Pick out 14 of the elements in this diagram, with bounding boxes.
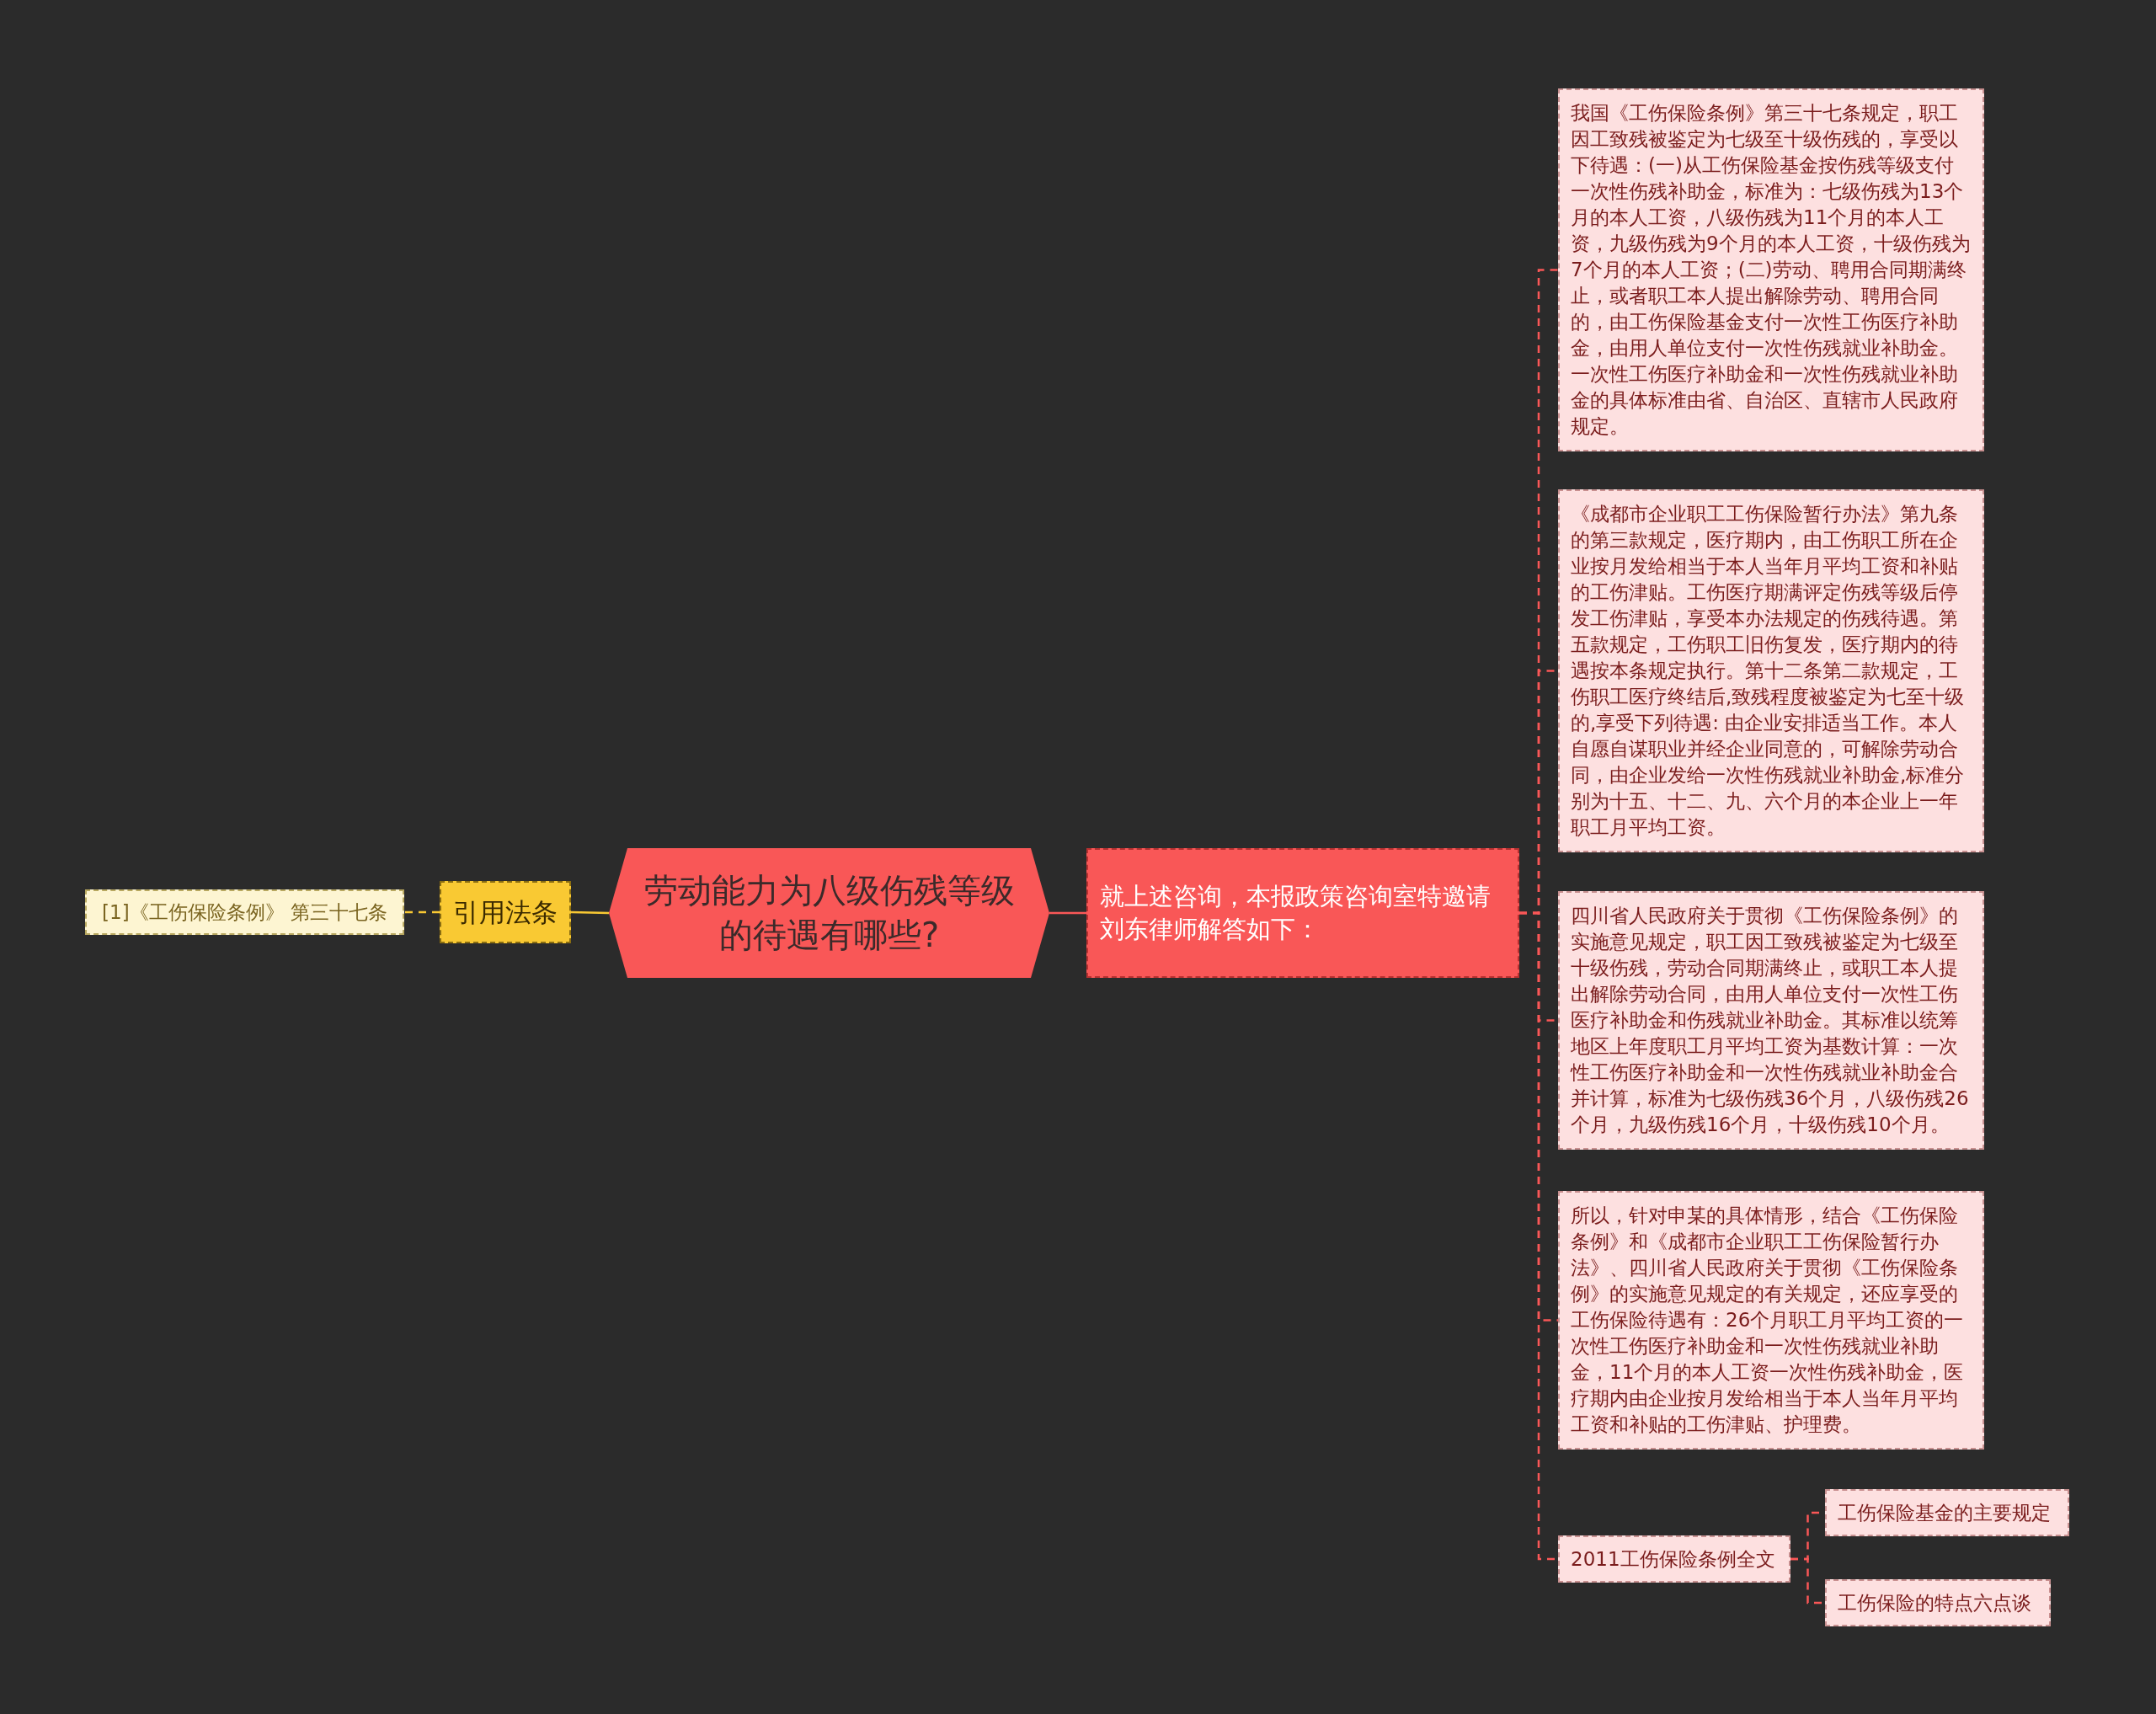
text-box: 《成都市企业职工工伤保险暂行办法》第九条的第三款规定，医疗期内，由工伤职工所在企业按月发给相当于本人当年月平均工资和补贴的工伤津贴。工伤医疗期满评定伤残等级后停发工伤津贴，享受本办法规定的伤残待遇。第五款规定，工伤职工旧伤复发，医疗期内的待遇按本条规定执行。第十二条第二款规定，工伤职工医疗终结后,致残程度被鉴定为七至十级的,享受下列待遇: 由企业安排适当工作。本人自愿自谋职业并经企业同意的，可解除劳动合同，由企业发给一次性伤残就业补助金,标准分别为十五、十二、九、六个月的本企业上一年职工月平均工资。 [1558,489,1984,852]
connector-line [570,910,610,915]
text-box: 2011工伤保险条例全文 [1558,1535,1790,1583]
text-box: 所以，针对申某的具体情形，结合《工伤保险条例》和《成都市企业职工工伤保险暂行办法》、四川省人民政府关于贯彻《工伤保险条例》的实施意见规定的有关规定，还应享受的工伤保险待遇有：26个月职工月平均工资的一次性工伤医疗补助金和一次性伤残就业补助金，11个月的本人工资一次性伤残补助金，医疗期内由企业按月发给相当于本人当年月平均工资和补贴的工伤津贴、护理费。 [1558,1191,1984,1450]
connector-line [404,910,440,914]
reference-box: [1]《工伤保险条例》 第三十七条 [85,889,404,935]
topic-hexagon: 劳动能力为八级伤残等级的待遇有哪些? [609,848,1049,978]
text-box: 工伤保险的特点六点谈 [1825,1579,2051,1626]
text-box: 四川省人民政府关于贯彻《工伤保险条例》的实施意见规定，职工因工致残被鉴定为七级至十级伤残，劳动合同期满终止，或职工本人提出解除劳动合同，由用人单位支付一次性工伤医疗补助金和伤残就业补助金。其标准以统筹地区上年度职工月平均工资为基数计算：一次性工伤医疗补助金和一次性伤残就业补助金合并计算，标准为七级伤残36个月，八级伤残26个月，九级伤残16个月，十级伤残10个月。 [1558,891,1984,1150]
text-box: 工伤保险基金的主要规定 [1825,1489,2069,1536]
category-box: 引用法条 [440,881,571,943]
text-box: 我国《工伤保险条例》第三十七条规定，职工因工致残被鉴定为七级至十级伤残的，享受以下待遇：(一)从工伤保险基金按伤残等级支付一次性伤残补助金，标准为：七级伤残为13个月的本人工资，八级伤残为11个月的本人工资，九级伤残为9个月的本人工资，十级伤残为7个月的本人工资；(二)劳动、聘用合同期满终止，或者职工本人提出解除劳动、聘用合同的，由工伤保险基金支付一次性工伤医疗补助金，由用人单位支付一次性伤残就业补助金。一次性工伤医疗补助金和一次性伤残就业补助金的具体标准由省、自治区、直辖市人民政府规定。 [1558,88,1984,451]
answer-box: 就上述咨询，本报政策咨询室特邀请刘东律师解答如下： [1086,848,1519,978]
connector-line [1049,911,1086,915]
